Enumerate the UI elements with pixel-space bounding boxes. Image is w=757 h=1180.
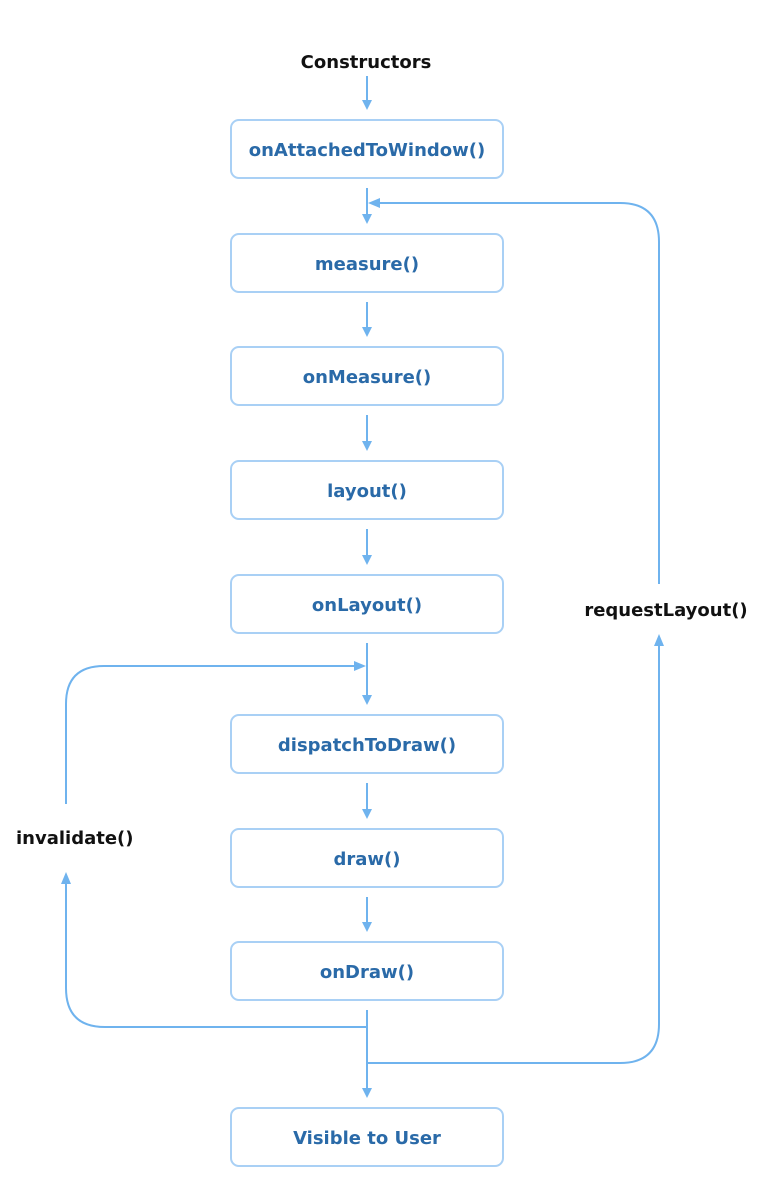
- start-label: Constructors: [301, 52, 432, 73]
- invalidate-label: invalidate(): [16, 828, 134, 849]
- arrow-dispatch-to-draw: [362, 783, 372, 819]
- node-label: layout(): [327, 481, 407, 502]
- node-dispatch-to-draw: dispatchToDraw(): [230, 714, 504, 774]
- arrow-attached-to-measure: [362, 188, 372, 224]
- request-layout-label: requestLayout(): [584, 600, 747, 621]
- node-layout: layout(): [230, 460, 504, 520]
- node-label: dispatchToDraw(): [278, 735, 456, 756]
- node-on-layout: onLayout(): [230, 574, 504, 634]
- node-visible-to-user: Visible to User: [230, 1107, 504, 1167]
- node-on-draw: onDraw(): [230, 941, 504, 1001]
- node-label: onMeasure(): [303, 367, 432, 388]
- arrow-on-measure-to-layout: [362, 415, 372, 451]
- arrow-constructors-to-attached: [362, 76, 372, 110]
- arrow-measure-to-on-measure: [362, 302, 372, 337]
- arrow-draw-to-on-draw: [362, 897, 372, 932]
- request-layout-loop: [367, 198, 664, 1064]
- arrow-on-draw-to-visible: [362, 1010, 372, 1098]
- node-label: onAttachedToWindow(): [249, 140, 485, 161]
- node-label: draw(): [334, 849, 401, 870]
- node-measure: measure(): [230, 233, 504, 293]
- node-label: onLayout(): [312, 595, 422, 616]
- arrow-layout-to-on-layout: [362, 529, 372, 565]
- node-label: measure(): [315, 254, 419, 275]
- node-label: Visible to User: [293, 1128, 441, 1149]
- arrow-on-layout-to-dispatch: [362, 643, 372, 705]
- node-on-attached-to-window: onAttachedToWindow(): [230, 119, 504, 179]
- node-draw: draw(): [230, 828, 504, 888]
- node-label: onDraw(): [320, 962, 414, 983]
- invalidate-loop: [61, 661, 367, 1028]
- node-on-measure: onMeasure(): [230, 346, 504, 406]
